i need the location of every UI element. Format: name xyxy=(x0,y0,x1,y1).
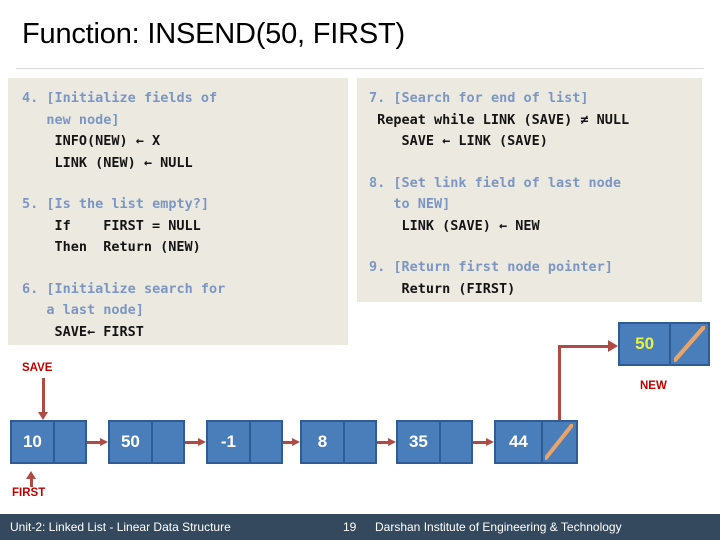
step-code-line: Repeat while LINK (SAVE) ≠ NULL xyxy=(377,111,630,128)
algorithm-step-4: 4. [Initialize fields of new node] INFO(… xyxy=(22,88,342,174)
node-info-field: -1 xyxy=(208,422,251,462)
step-code-line: SAVE ← LINK (SAVE) xyxy=(385,133,548,149)
node-link-field xyxy=(153,422,183,462)
algorithm-step-6: 6. [Initialize search for a last node] S… xyxy=(22,279,342,344)
step-header: [Initialize search for xyxy=(46,280,226,297)
node-link-field xyxy=(543,422,576,462)
title-divider xyxy=(16,68,704,69)
save-pointer-arrowhead xyxy=(38,412,48,420)
list-node: 35 xyxy=(396,420,473,464)
list-node: 50 xyxy=(108,420,185,464)
step-code-line: LINK (NEW) ← NULL xyxy=(54,154,193,171)
footer-institute-text: Darshan Institute of Engineering & Techn… xyxy=(375,520,622,534)
spacer xyxy=(369,237,696,257)
algorithm-step-5: 5. [Is the list empty?] If FIRST = NULL … xyxy=(22,194,342,259)
list-node: -1 xyxy=(206,420,283,464)
step-code-line: If FIRST = NULL xyxy=(54,217,201,234)
algorithm-step-8: 8. [Set link field of last node to NEW] … xyxy=(369,173,696,238)
footer-unit-text: Unit-2: Linked List - Linear Data Struct… xyxy=(10,520,231,534)
pointer-label-new: NEW xyxy=(640,380,667,392)
connector-44-to-new-arrowhead xyxy=(608,340,618,352)
step-header: [Search for end of list] xyxy=(393,90,589,106)
spacer xyxy=(22,174,342,194)
new-node-link-field xyxy=(671,324,708,364)
list-node: 10 xyxy=(10,420,87,464)
first-pointer-arrowhead xyxy=(26,471,36,479)
step-code-line: Return (FIRST) xyxy=(401,280,516,297)
step-number: 7. xyxy=(369,90,386,106)
new-node: 50 xyxy=(618,322,710,366)
pointer-label-first: FIRST xyxy=(12,487,46,499)
node-link-arrow xyxy=(473,438,494,446)
step-code-line: Then Return (NEW) xyxy=(54,239,201,255)
footer-page-number: 19 xyxy=(343,520,357,534)
node-info-field: 8 xyxy=(302,422,345,462)
node-info-field: 50 xyxy=(110,422,153,462)
node-info-field: 10 xyxy=(12,422,55,462)
spacer xyxy=(22,259,342,279)
new-node-info-field: 50 xyxy=(620,324,672,364)
step-number: 8. xyxy=(369,174,386,191)
step-code-line: LINK (SAVE) ← NEW xyxy=(401,217,540,234)
step-code-line: SAVE← FIRST xyxy=(54,323,144,340)
node-link-arrow xyxy=(283,438,300,446)
first-pointer-shaft xyxy=(30,479,33,487)
node-link-arrow xyxy=(185,438,206,446)
step-header: [Is the list empty?] xyxy=(46,196,209,212)
node-link-field xyxy=(345,422,375,462)
node-link-field xyxy=(55,422,85,462)
algorithm-step-7: 7. [Search for end of list] Repeat while… xyxy=(369,88,696,153)
step-header: [Set link field of last node xyxy=(393,174,621,191)
node-link-arrow xyxy=(87,438,108,446)
node-link-field xyxy=(251,422,281,462)
node-info-field: 35 xyxy=(398,422,441,462)
algorithm-step-9: 9. [Return first node pointer] Return (F… xyxy=(369,257,696,300)
step-number: 9. xyxy=(369,259,386,275)
list-node-last: 44 xyxy=(494,420,578,464)
step-header-cont: to NEW] xyxy=(393,196,451,212)
null-slash-icon xyxy=(545,424,574,460)
algorithm-panel-right: 7. [Search for end of list] Repeat while… xyxy=(357,78,702,302)
save-pointer-shaft xyxy=(42,378,45,412)
node-info-field: 44 xyxy=(496,422,543,462)
step-header: [Return first node pointer] xyxy=(393,259,613,275)
list-node: 8 xyxy=(300,420,377,464)
step-number: 4. xyxy=(22,90,39,106)
step-header-cont: new node] xyxy=(46,111,120,128)
node-link-field xyxy=(441,422,471,462)
connector-44-to-new-vertical xyxy=(558,345,561,423)
page-title: Function: INSEND(50, FIRST) xyxy=(22,18,405,50)
step-number: 5. xyxy=(22,196,39,212)
null-slash-icon xyxy=(674,326,706,362)
connector-44-to-new-horizontal xyxy=(558,345,610,348)
step-number: 6. xyxy=(22,280,39,297)
algorithm-panel-left: 4. [Initialize fields of new node] INFO(… xyxy=(8,78,348,345)
pointer-label-save: SAVE xyxy=(22,362,53,374)
node-link-arrow xyxy=(377,438,396,446)
spacer xyxy=(369,153,696,173)
step-header-cont: a last node] xyxy=(46,302,144,318)
step-code-line: INFO(NEW) ← X xyxy=(54,133,161,149)
footer-bar: Unit-2: Linked List - Linear Data Struct… xyxy=(0,514,720,540)
step-header: [Initialize fields of xyxy=(46,90,218,106)
